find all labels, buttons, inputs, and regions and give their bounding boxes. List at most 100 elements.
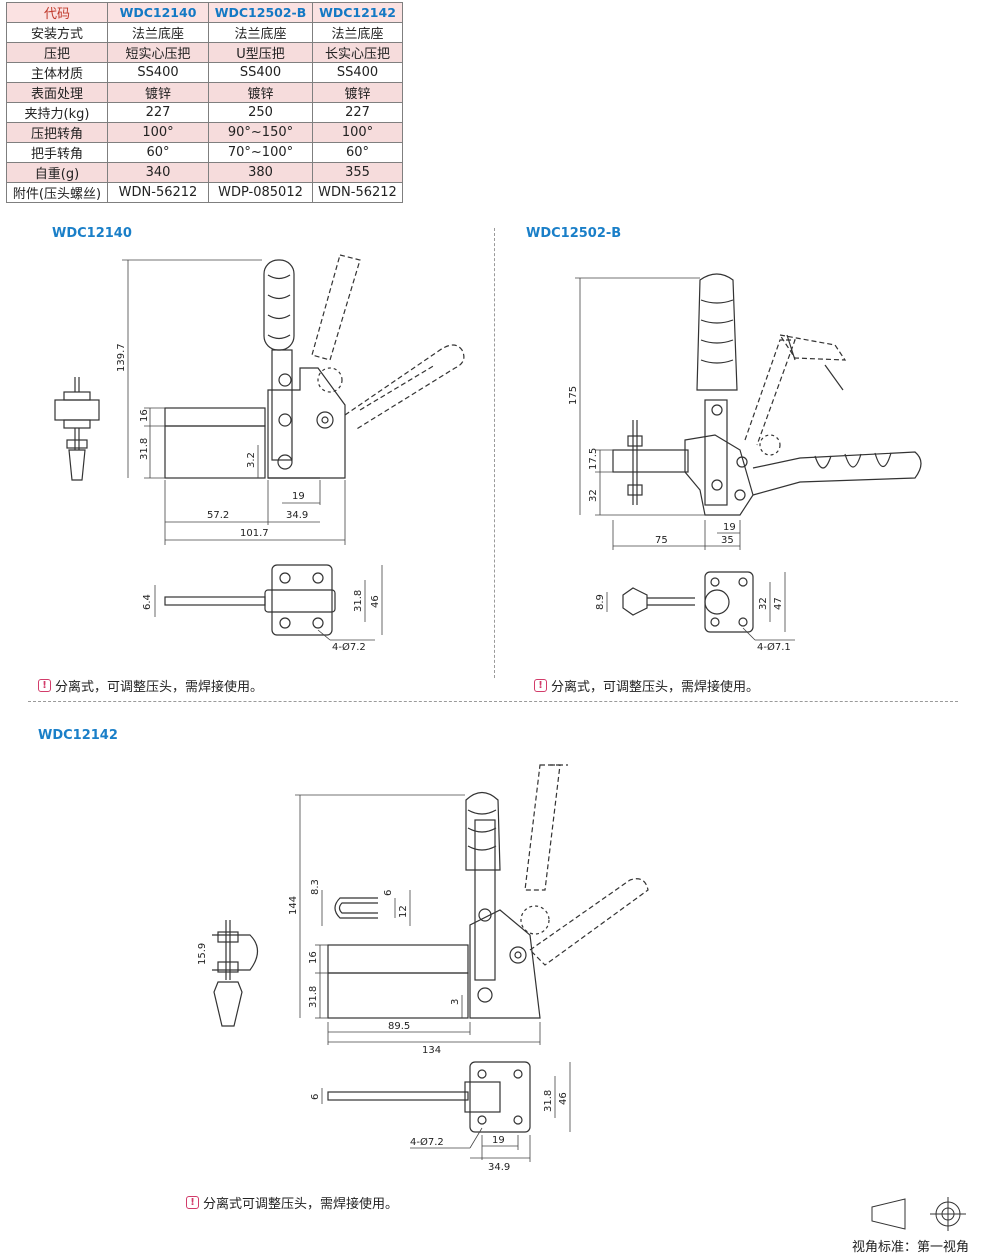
dim-label: 75 [655,535,668,546]
cell: 法兰底座 [107,22,209,43]
note-text: 分离式可调整压头，需焊接使用。 [203,1197,399,1212]
dim-label: 15.9 [197,943,208,965]
dim-label: 4-Ø7.2 [410,1136,444,1148]
dim-label: 16 [308,951,319,964]
warning-icon: ! [186,1196,199,1209]
dimension-labels: 139.7 16 31.8 3.2 19 57.2 34.9 101.7 [116,343,308,539]
cell: SS400 [208,62,313,83]
row-label: 压把 [6,42,108,63]
table-header-row: 代码 WDC12140 WDC12502-B WDC12142 [6,2,403,23]
spindle-side-view [54,377,100,481]
spec-table: 代码 WDC12140 WDC12502-B WDC12142 安装方式 法兰底… [6,2,403,203]
table-row: 夹持力(kg) 227 250 227 [6,102,403,123]
dim-label: 6.4 [142,594,153,610]
dim-label: 3.2 [246,452,257,468]
note-wdc12142: ! 分离式可调整压头，需焊接使用。 [186,1193,398,1212]
table-row: 自重(g) 340 380 355 [6,162,403,183]
row-label: 表面处理 [6,82,108,103]
table-row: 表面处理 镀锌 镀锌 镀锌 [6,82,403,103]
dim-label: 19 [492,1135,505,1146]
cell: U型压把 [208,42,313,63]
plan-view [622,571,754,633]
dim-label: 6 [383,890,394,896]
header-code: 代码 [6,2,108,23]
dim-label: 31.8 [353,590,364,612]
dim-label: 35 [721,535,734,546]
drawing-title-wdc12502b: WDC12502-B [526,226,622,241]
warning-icon: ! [534,679,547,692]
cell: 短实心压把 [107,42,209,63]
dim-label: 134 [422,1045,441,1056]
note-wdc12502b: ! 分离式，可调整压头，需焊接使用。 [534,676,759,695]
header-model-3: WDC12142 [312,2,403,23]
dim-label: 57.2 [207,510,229,521]
cell: WDN-56212 [107,182,209,203]
cell: 法兰底座 [312,22,403,43]
drawing-wdc12142: 144 15.9 16 31.8 3 8.3 6 12 89.5 134 6 3… [197,764,649,1170]
spindle-side-view [212,920,259,1027]
cell: 镀锌 [208,82,313,103]
dim-label: 46 [370,595,381,608]
dim-label: 19 [723,522,736,533]
drawing-wdc12502b: 175 17.5 32 19 75 35 8.9 32 47 4-Ø7.1 [568,273,922,653]
dim-label: 139.7 [116,343,127,372]
view-standard-label: 视角标准：第一视角 [852,1240,970,1255]
note-text: 分离式，可调整压头，需焊接使用。 [551,680,760,695]
table-row: 把手转角 60° 70°~100° 60° [6,142,403,163]
u-slot-detail [334,897,378,919]
header-model-2: WDC12502-B [208,2,313,23]
table-row: 主体材质 SS400 SS400 SS400 [6,62,403,83]
cell: 227 [312,102,403,123]
header-model-1: WDC12140 [107,2,209,23]
dim-label: 32 [758,597,769,610]
dim-label: 17.5 [588,448,599,470]
dim-label: 8.3 [310,879,321,895]
drawing-wdc12140: 139.7 16 31.8 3.2 19 57.2 34.9 101.7 6.4… [54,254,465,653]
dim-label: 144 [288,896,299,915]
clamp-main-body [327,764,649,1019]
drawing-title-wdc12142: WDC12142 [38,728,118,743]
cell: 340 [107,162,209,183]
cell: 60° [107,142,209,163]
clamp-main-body [164,254,465,479]
dim-label: 101.7 [240,528,269,539]
table-row: 安装方式 法兰底座 法兰底座 法兰底座 [6,22,403,43]
dim-label: 32 [588,489,599,502]
cell: 镀锌 [312,82,403,103]
table-row: 压把转角 100° 90°~150° 100° [6,122,403,143]
cell: 250 [208,102,313,123]
dim-label: 4-Ø7.1 [757,641,791,653]
dim-label: 12 [398,905,409,918]
note-text: 分离式，可调整压头，需焊接使用。 [55,680,264,695]
cell: 100° [312,122,403,143]
table-row: 附件(压头螺丝) WDN-56212 WDP-085012 WDN-56212 [6,182,403,203]
cell: 镀锌 [107,82,209,103]
row-label: 自重(g) [6,162,108,183]
drawing-title-wdc12140: WDC12140 [52,226,132,241]
dim-label: 19 [292,491,305,502]
section-divider-horizontal [28,701,958,702]
cell: SS400 [312,62,403,83]
dim-label: 6 [310,1094,321,1100]
row-label: 安装方式 [6,22,108,43]
cell: 227 [107,102,209,123]
plan-view [327,1061,531,1133]
row-label: 把手转角 [6,142,108,163]
dim-label: 4-Ø7.2 [332,641,366,653]
row-label: 主体材质 [6,62,108,83]
dim-label: 175 [568,386,579,405]
dim-label: 89.5 [388,1021,410,1032]
table-row: 压把 短实心压把 U型压把 长实心压把 [6,42,403,63]
dim-label: 34.9 [488,1162,510,1170]
cell: 380 [208,162,313,183]
plan-view [164,564,336,636]
note-wdc12140: ! 分离式，可调整压头，需焊接使用。 [38,676,263,695]
cell: 100° [107,122,209,143]
dim-label: 31.8 [543,1090,554,1112]
cell: WDN-56212 [312,182,403,203]
dim-label: 31.8 [308,986,319,1008]
first-angle-projection-icon [871,1197,966,1231]
dim-label: 31.8 [139,438,150,460]
dim-label: 46 [558,1092,569,1105]
cell: 70°~100° [208,142,313,163]
